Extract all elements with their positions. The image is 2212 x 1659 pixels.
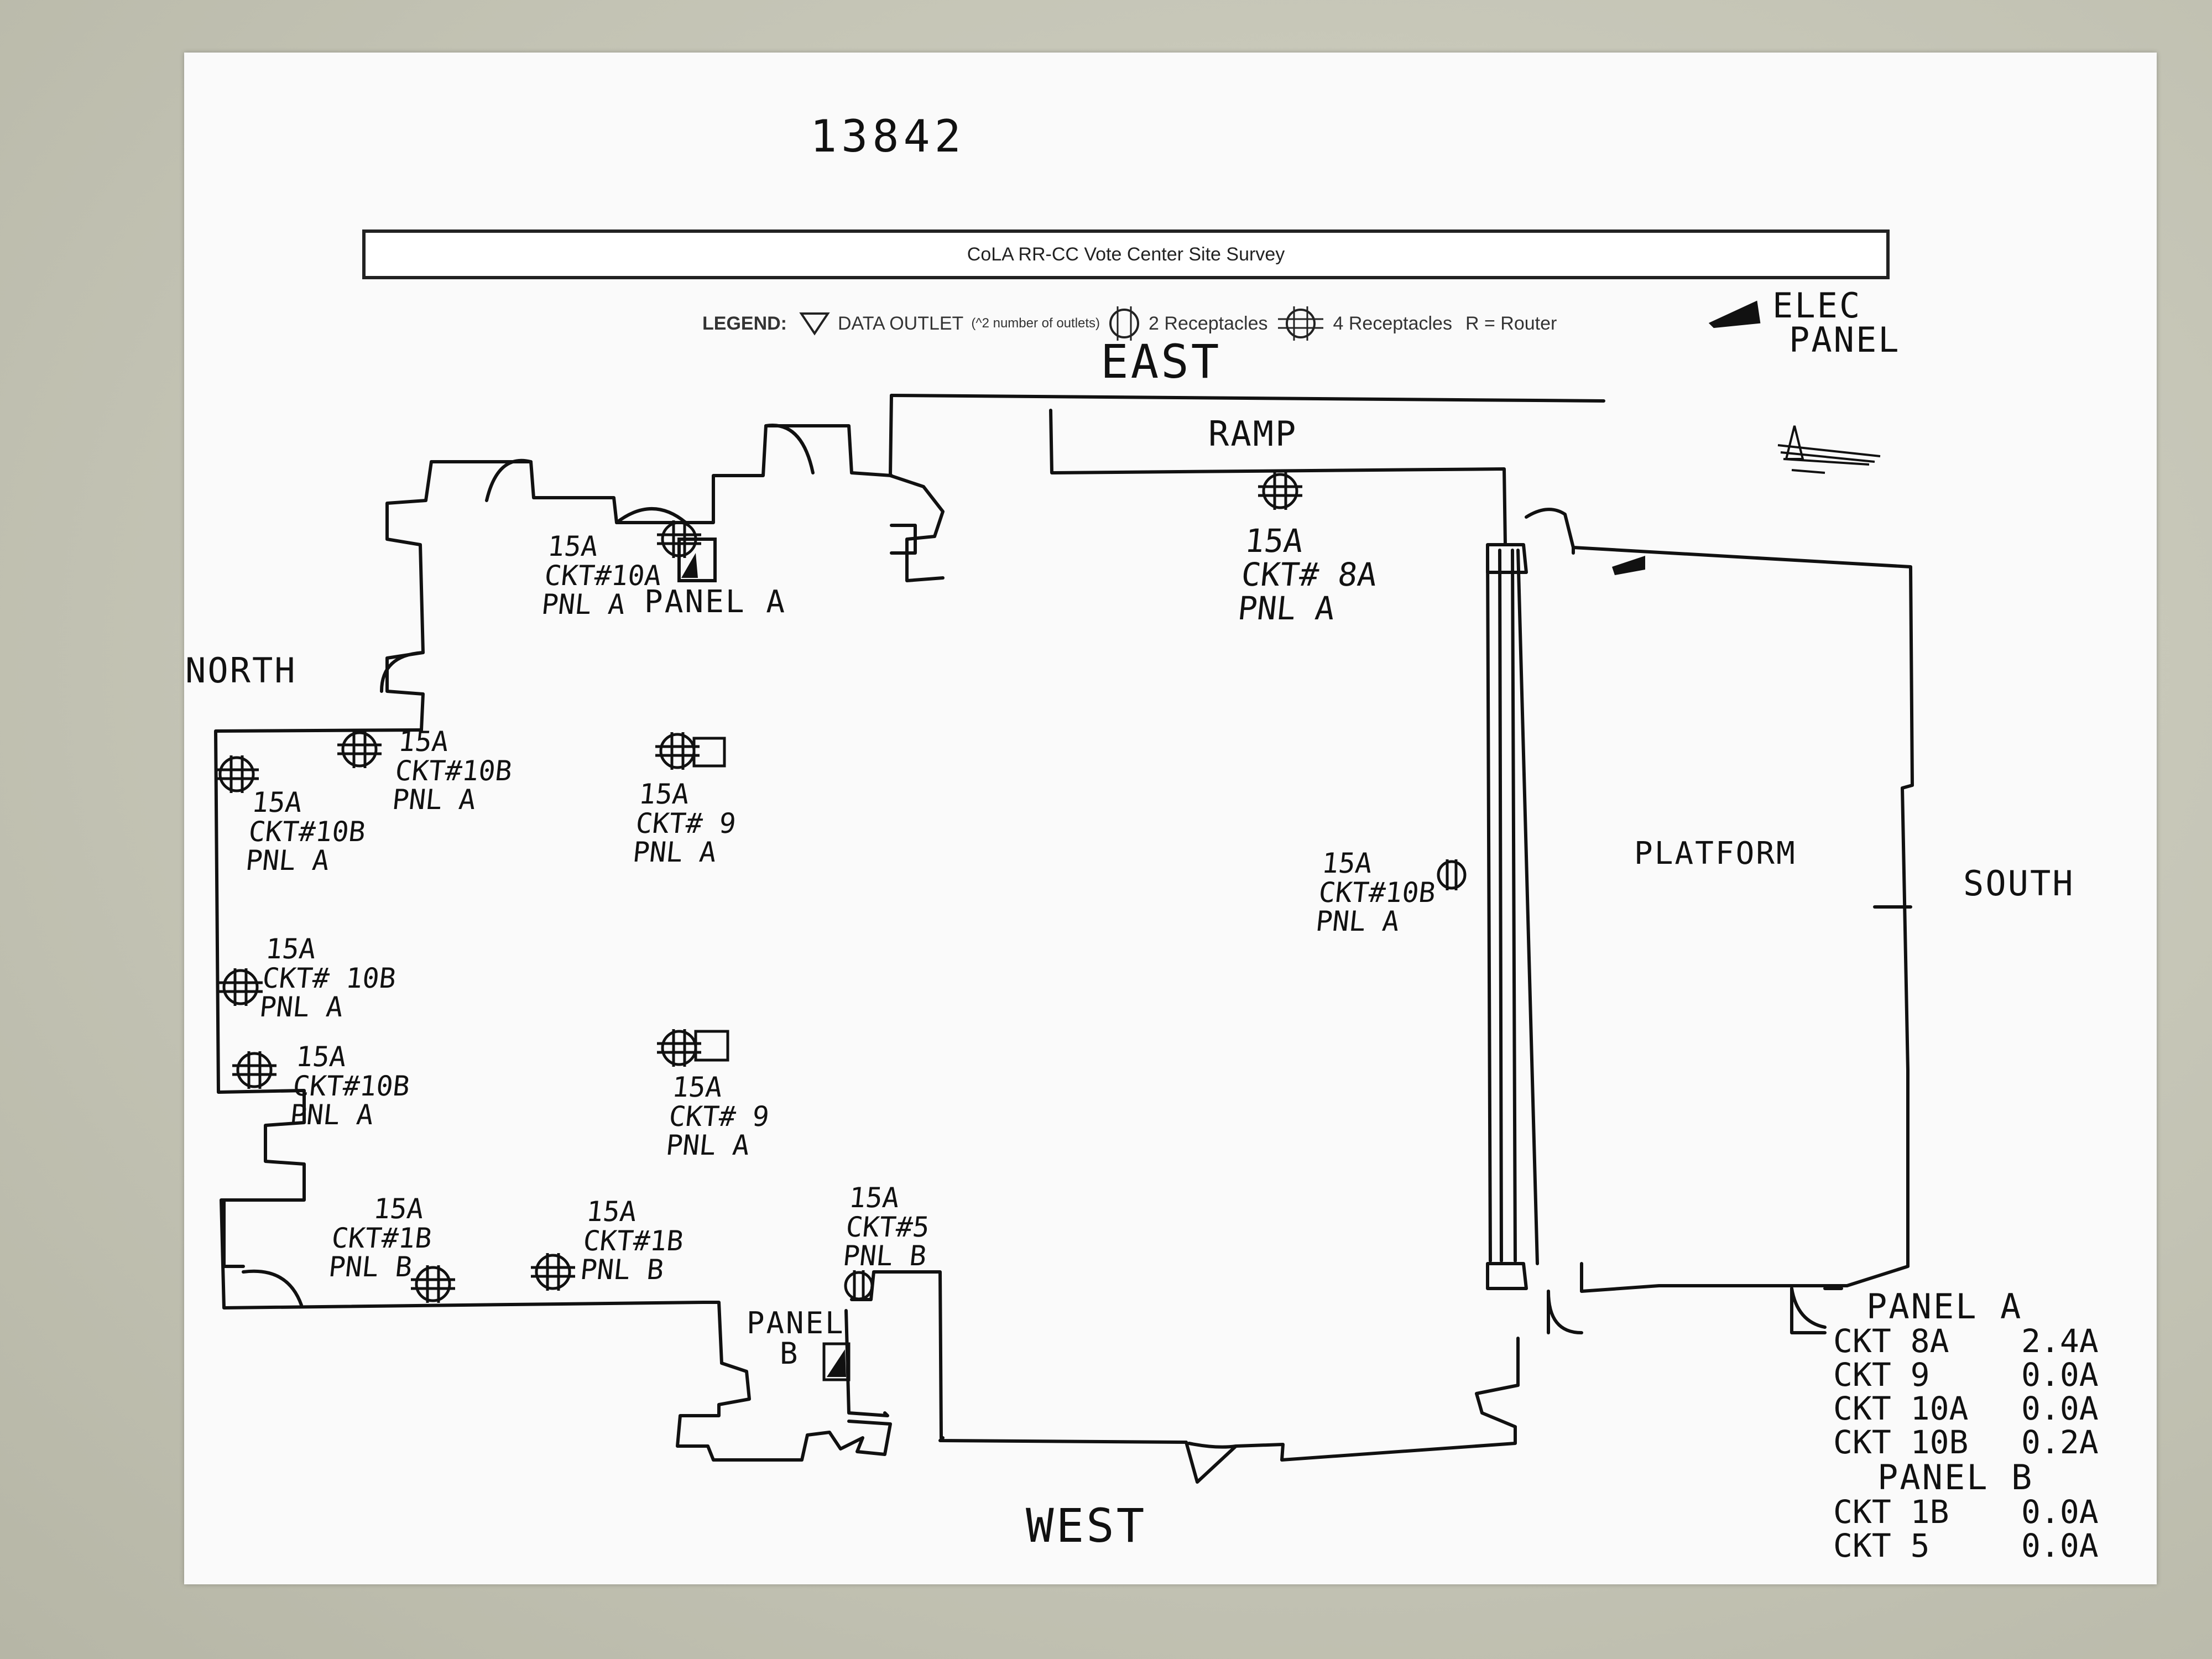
corridor-line-4 (1516, 549, 1539, 1265)
panel-b-closet (844, 1309, 889, 1417)
north-wall (214, 728, 707, 1310)
door-swing-north (242, 1269, 303, 1307)
summary-panel-a-title: PANEL A (1866, 1286, 2023, 1327)
west-wall (938, 1337, 1520, 1484)
platform-wall (1572, 546, 1914, 1293)
legend-label: LEGEND: (702, 312, 787, 334)
label-platform: PLATFORM (1634, 836, 1797, 872)
corridor-line-1 (1486, 549, 1492, 1262)
survey-paper (184, 53, 2157, 1584)
north-step (222, 1198, 245, 1268)
legend-elec-panel-line1: ELEC (1772, 285, 1862, 326)
label-south: SOUTH (1963, 863, 2075, 904)
legend-data-outlet: DATA OUTLET (838, 312, 964, 334)
label-west: WEST (1026, 1499, 1147, 1553)
inner-doorway-step (890, 524, 917, 555)
legend: LEGEND: DATA OUTLET (^2 number of outlet… (702, 306, 1557, 341)
legend-data-outlet-note: (^2 number of outlets) (971, 316, 1100, 331)
platform-door-top (1525, 508, 1575, 549)
corridor-line-3 (1511, 549, 1517, 1262)
east-wall-line (890, 394, 1605, 403)
label-north: NORTH (185, 650, 297, 691)
summary-panel-b-title: PANEL B (1877, 1457, 2034, 1498)
label-panel-a: PANEL A (644, 584, 787, 620)
south-right-door (1790, 1287, 1843, 1334)
label-east: EAST (1100, 335, 1222, 389)
platform-door-bottom (1547, 1290, 1583, 1334)
corridor-box-bottom (1486, 1262, 1528, 1290)
data-outlet-icon (799, 312, 830, 336)
four-receptacles-icon (1277, 306, 1323, 341)
legend-elec-panel-line2: PANEL (1789, 320, 1901, 360)
label-ramp: RAMP (1208, 414, 1298, 454)
legend-four-receptacles: 4 Receptacles (1333, 312, 1452, 334)
label-panel-b-line2: B (780, 1336, 800, 1371)
west-stairs (676, 1301, 892, 1462)
legend-router: R = Router (1465, 312, 1557, 334)
corridor-line-2 (1498, 549, 1503, 1262)
door-swing-ne1 (764, 424, 815, 474)
door-swing-ne2 (485, 458, 533, 502)
survey-number: 13842 (810, 111, 966, 162)
label-panel-b-line1: PANEL (747, 1306, 845, 1340)
two-receptacles-icon (1109, 306, 1140, 341)
door-swing-ne4 (380, 651, 425, 693)
south-right-door-swing (1790, 1287, 1827, 1329)
west-door-swing (1187, 1442, 1238, 1449)
legend-two-receptacles: 2 Receptacles (1149, 312, 1268, 334)
inner-doorway-left (889, 394, 945, 582)
door-swing-ne3 (615, 507, 687, 524)
corridor-box-top (1486, 543, 1528, 574)
header-title: CoLA RR-CC Vote Center Site Survey (362, 229, 1890, 279)
